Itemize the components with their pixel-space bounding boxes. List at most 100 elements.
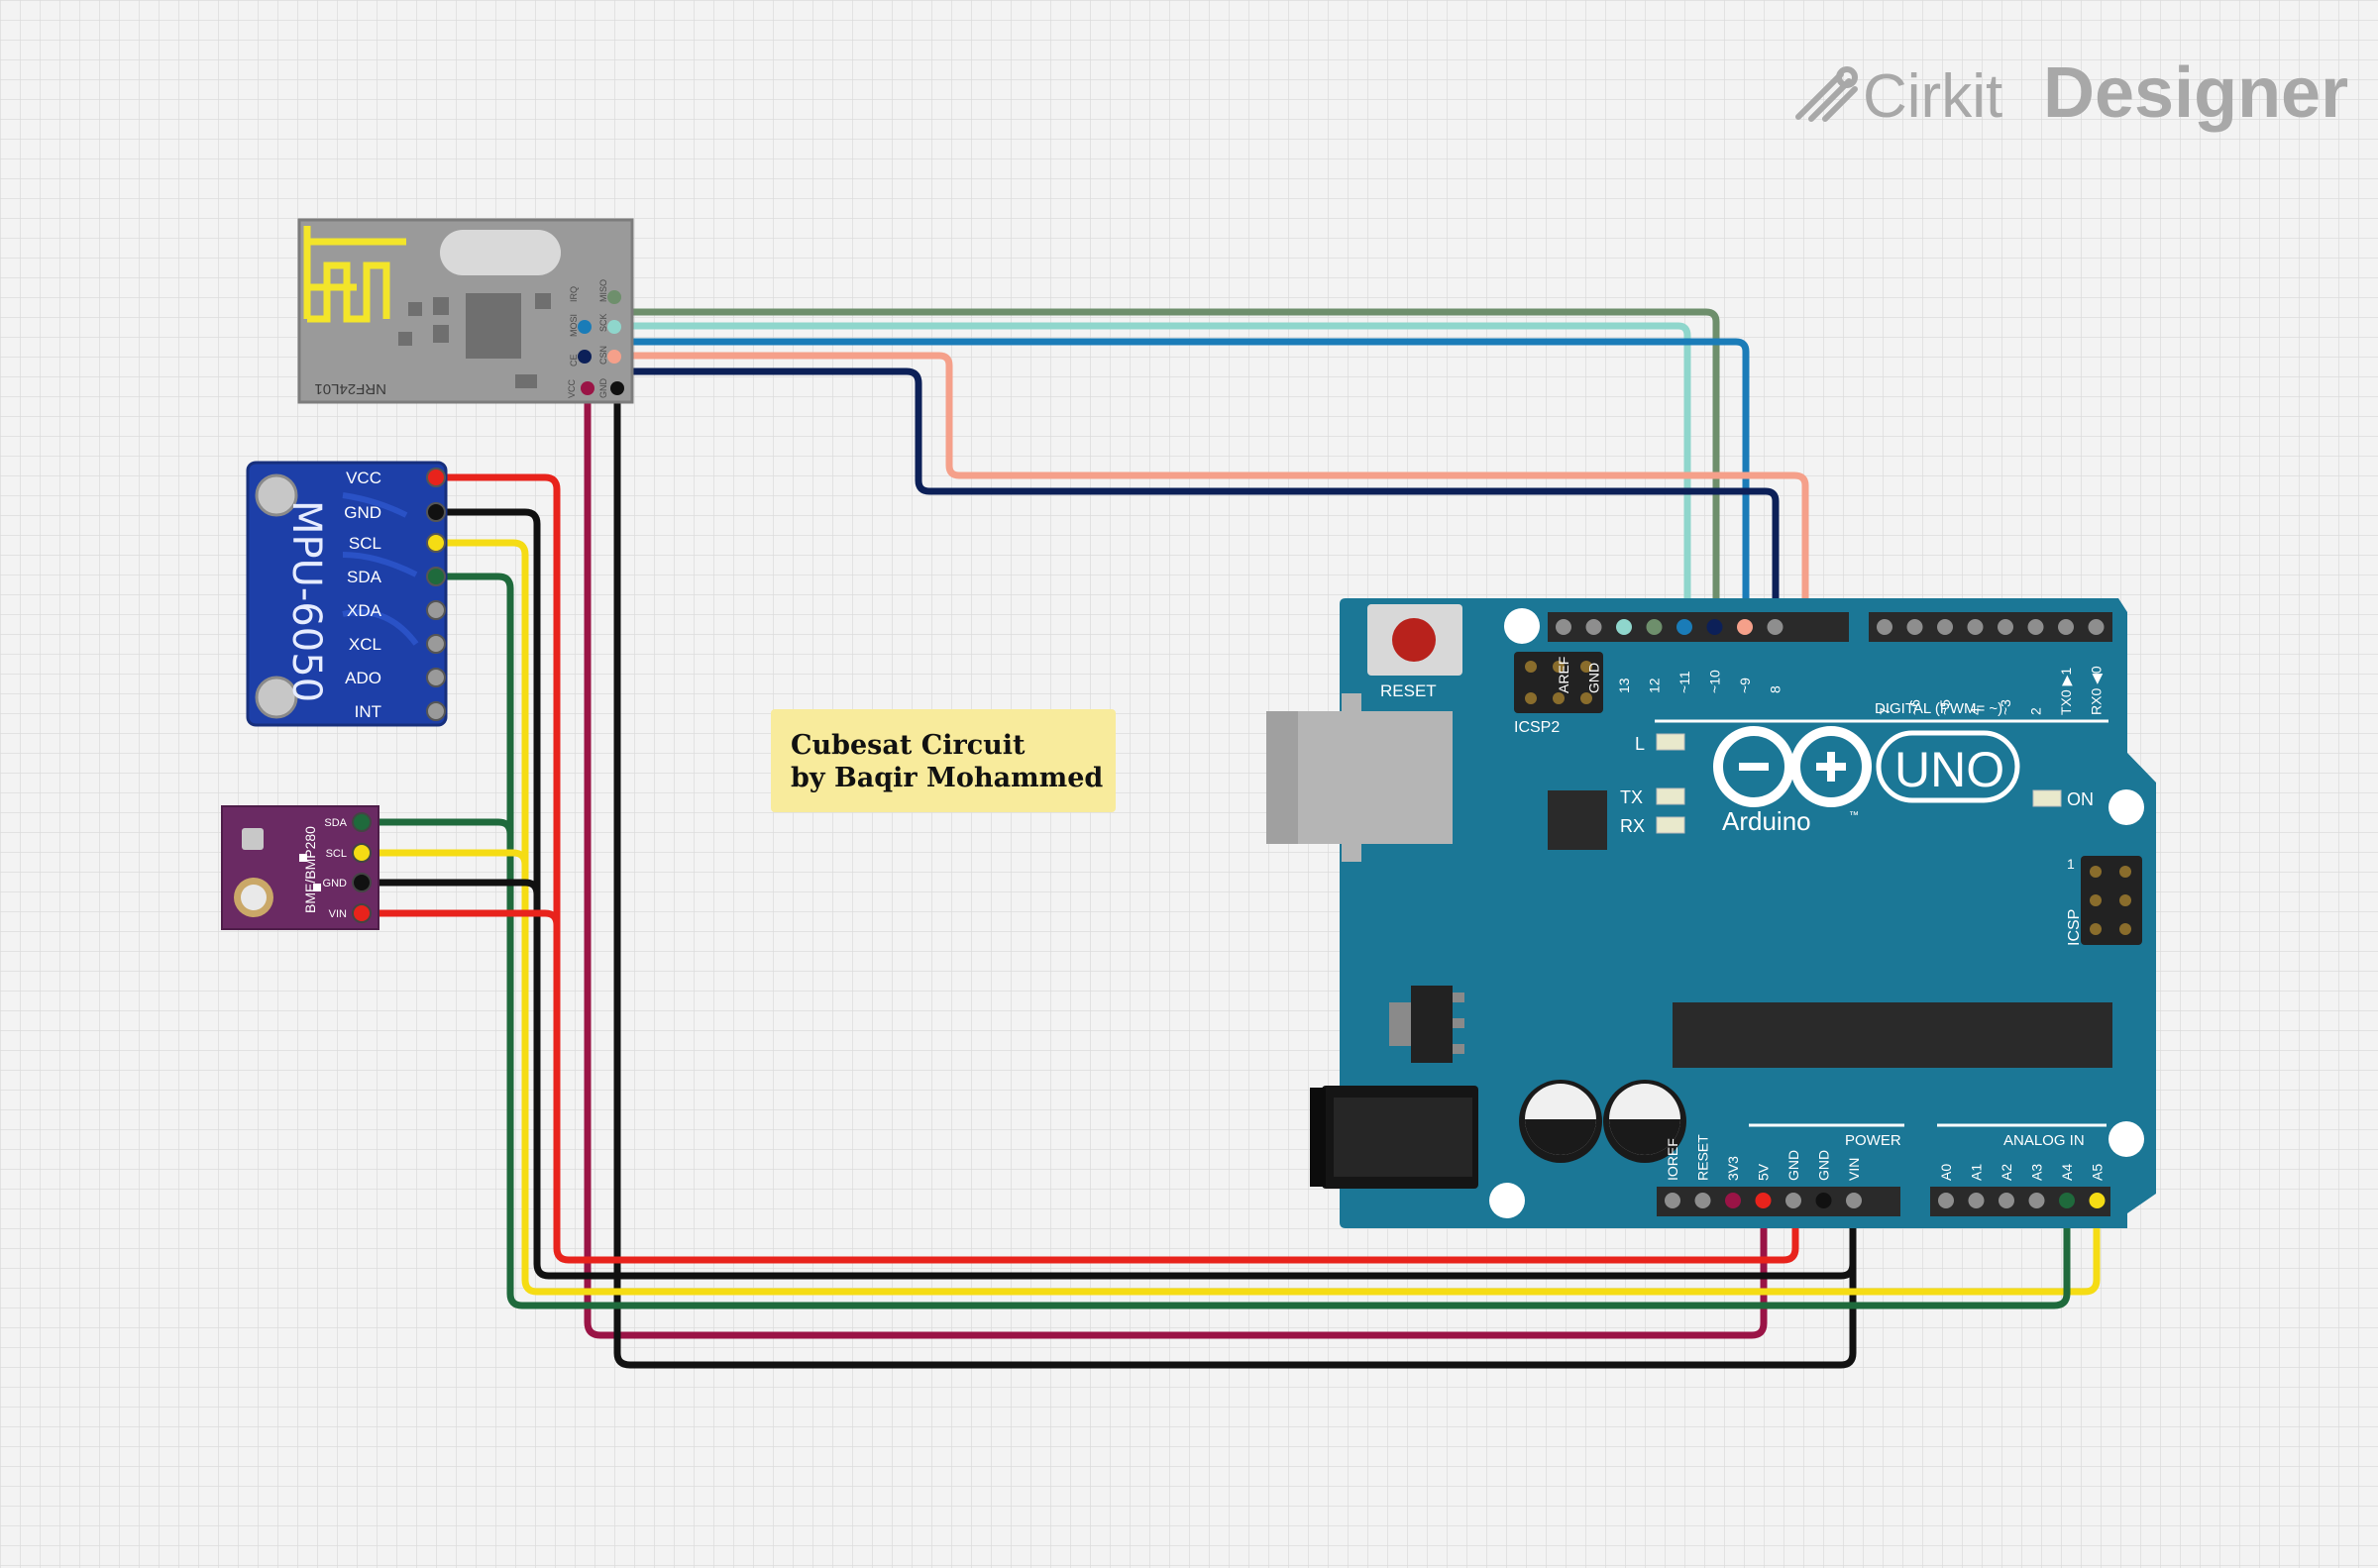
arduino-pin-label: 8 <box>1768 685 1784 693</box>
wire-bme-vin[interactable] <box>358 909 561 929</box>
usb-port[interactable] <box>1266 693 1453 862</box>
arduino-pin-13[interactable] <box>1616 619 1632 635</box>
arduino-pin-label: ~5 <box>1937 699 1953 715</box>
arduino-pin-label: RX0 ◀0 <box>2089 666 2105 715</box>
nrf-label: NRF24L01 <box>314 380 386 397</box>
mpu-pin-label: XCL <box>349 635 381 654</box>
arduino-pin-6[interactable] <box>1906 619 1923 635</box>
wire-mpu-gnd[interactable] <box>432 508 1857 1280</box>
nrf-pin-miso[interactable] <box>607 290 621 304</box>
wire-nrf-mosi[interactable] <box>581 338 1750 631</box>
arduino-pin-label: ~6 <box>1907 699 1923 715</box>
wire-bme-scl[interactable] <box>358 849 529 869</box>
wire-nrf-csn[interactable] <box>581 367 1780 631</box>
wire-nrf-ce[interactable] <box>610 352 1809 631</box>
nrf-pin-mosi[interactable] <box>578 320 592 334</box>
wire-nrf-sck[interactable] <box>610 322 1691 631</box>
mpu-pin-int[interactable] <box>426 701 446 721</box>
bme-pin-scl[interactable] <box>352 843 372 863</box>
wire-bme-gnd[interactable] <box>358 879 541 898</box>
nrf-pin-csn[interactable] <box>607 350 621 364</box>
arduino-pin-3[interactable] <box>1998 619 2013 635</box>
arduino-pin-11[interactable] <box>1676 619 1692 635</box>
mounting-hole <box>255 676 298 719</box>
mpu-pin-gnd[interactable] <box>426 502 446 522</box>
bme-pin-vin[interactable] <box>352 903 372 923</box>
arduino-pin-reset[interactable] <box>1694 1193 1711 1208</box>
arduino-uno-board[interactable]: RESET ICSP2 ICSP 1 <box>1266 598 2156 1228</box>
arduino-pin-label: ~3 <box>1998 699 2013 715</box>
arduino-pin-4[interactable] <box>1967 619 1984 635</box>
arduino-pin-a0[interactable] <box>1938 1193 1954 1208</box>
arduino-pin-tx01[interactable] <box>2058 619 2074 635</box>
led-tx-label: TX <box>1620 787 1643 807</box>
arduino-pin-10[interactable] <box>1706 619 1723 635</box>
mpu-pin-xda[interactable] <box>426 600 446 620</box>
arduino-pin-label: ~11 <box>1676 671 1692 693</box>
power-jack[interactable] <box>1310 1086 1478 1189</box>
arduino-pin-gnd[interactable] <box>1815 1193 1832 1208</box>
wire-nrf-gnd[interactable] <box>613 384 1857 1369</box>
arduino-pin-3v3[interactable] <box>1725 1193 1741 1208</box>
led-rx-label: RX <box>1620 816 1645 836</box>
arduino-pin-label: IOREF <box>1665 1138 1680 1181</box>
bme-pin-label: SDA <box>324 817 347 829</box>
arduino-pin-label: RESET <box>1695 1134 1711 1181</box>
arduino-pin-vin[interactable] <box>1846 1193 1862 1208</box>
bme-pin-sda[interactable] <box>352 812 372 832</box>
arduino-pin-a2[interactable] <box>1999 1193 2014 1208</box>
mounting-hole <box>255 473 298 517</box>
arduino-pin-a1[interactable] <box>1968 1193 1985 1208</box>
wire-mpu-vcc[interactable] <box>432 473 1799 1264</box>
nrf-pin-vcc[interactable] <box>581 381 594 395</box>
arduino-pin-label: A4 <box>2059 1164 2075 1181</box>
mpu-pin-xcl[interactable] <box>426 634 446 654</box>
wire-bme-sda[interactable] <box>358 818 514 838</box>
arduino-pin-rx00[interactable] <box>2088 619 2105 635</box>
arduino-pin-8[interactable] <box>1767 619 1784 635</box>
nrf-pin-sck[interactable] <box>607 320 621 334</box>
note-box[interactable]: Cubesat Circuit by Baqir Mohammed <box>771 709 1116 812</box>
bme-label: BME/BMP280 <box>302 826 318 913</box>
arduino-pin-label: 7 <box>1877 707 1892 715</box>
wire-nrf-miso[interactable] <box>610 308 1720 631</box>
arduino-pin-a3[interactable] <box>2028 1193 2045 1208</box>
arduino-pin-aref[interactable] <box>1556 619 1571 635</box>
mpu-pin-sda[interactable] <box>426 567 446 586</box>
nrf-pin-ce-label: CE <box>569 354 579 366</box>
arduino-pin-5[interactable] <box>1937 619 1953 635</box>
arduino-pin-12[interactable] <box>1646 619 1663 635</box>
arduino-pin-a4[interactable] <box>2059 1193 2075 1208</box>
capacitor <box>1519 1080 1602 1163</box>
reset-button[interactable] <box>1367 604 1462 676</box>
mpu-pin-vcc[interactable] <box>426 468 446 487</box>
arduino-pin-label: VIN <box>1846 1158 1862 1181</box>
mpu-pin-scl[interactable] <box>426 533 446 553</box>
nrf-pin-gnd-label: GND <box>598 378 608 399</box>
icsp2-header <box>1514 652 1603 713</box>
arduino-pin-a5[interactable] <box>2089 1193 2106 1208</box>
arduino-pin-label: 13 <box>1616 678 1632 693</box>
wire-nrf-vcc[interactable] <box>584 384 1768 1339</box>
nrf24l01-module[interactable]: NRF24L01 IRQ MOSI CE MISO SCK CSN VCC GN… <box>297 218 634 404</box>
nrf-pin-gnd[interactable] <box>610 381 624 395</box>
arduino-pin-gnd[interactable] <box>1785 1193 1801 1208</box>
bme-pin-gnd[interactable] <box>352 873 372 892</box>
wire-mpu-sda[interactable] <box>432 573 2071 1309</box>
arduino-pin-9[interactable] <box>1737 619 1753 635</box>
arduino-pin-5v[interactable] <box>1755 1193 1772 1208</box>
arduino-pin-gnd[interactable] <box>1585 619 1602 635</box>
mpu-pin-label: SCL <box>349 534 381 553</box>
uno-label: UNO <box>1894 742 2004 797</box>
arduino-pin-7[interactable] <box>1877 619 1892 635</box>
nrf-pin-ce[interactable] <box>578 350 592 364</box>
arduino-pin-ioref[interactable] <box>1665 1193 1680 1208</box>
nrf-pin-csn-label: CSN <box>598 346 608 365</box>
wire-mpu-scl[interactable] <box>432 539 2101 1296</box>
voltage-regulator <box>1389 986 1464 1063</box>
arduino-pin-2[interactable] <box>2027 619 2044 635</box>
arduino-pin-label: GND <box>1785 1150 1801 1181</box>
mpu-pin-ado[interactable] <box>426 668 446 687</box>
